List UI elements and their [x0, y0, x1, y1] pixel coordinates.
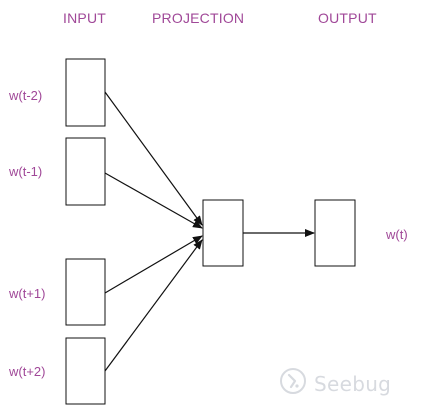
output-node: [314, 199, 356, 267]
input-node: [65, 258, 106, 326]
input-node: [65, 58, 106, 127]
input-to-projection-arrow: [104, 91, 203, 226]
watermark-text: Seebug: [314, 371, 392, 396]
watermark: Seebug: [278, 366, 391, 401]
projection-node: [202, 199, 244, 267]
input-word-label: w(t+2): [9, 364, 46, 379]
input-to-projection-arrow: [104, 235, 203, 294]
output-word-label: w(t): [386, 227, 408, 242]
input-to-projection-arrow: [104, 172, 203, 229]
input-to-projection-arrow: [104, 239, 203, 372]
output-header: OUTPUT: [318, 10, 377, 26]
projection-header: PROJECTION: [152, 10, 245, 26]
input-node: [65, 137, 106, 206]
input-header: INPUT: [63, 10, 106, 26]
input-word-label: w(t-1): [9, 164, 43, 179]
seebug-logo-icon: [278, 366, 308, 401]
input-word-label: w(t+1): [9, 286, 46, 301]
input-node: [65, 337, 106, 405]
input-word-label: w(t-2): [9, 88, 43, 103]
